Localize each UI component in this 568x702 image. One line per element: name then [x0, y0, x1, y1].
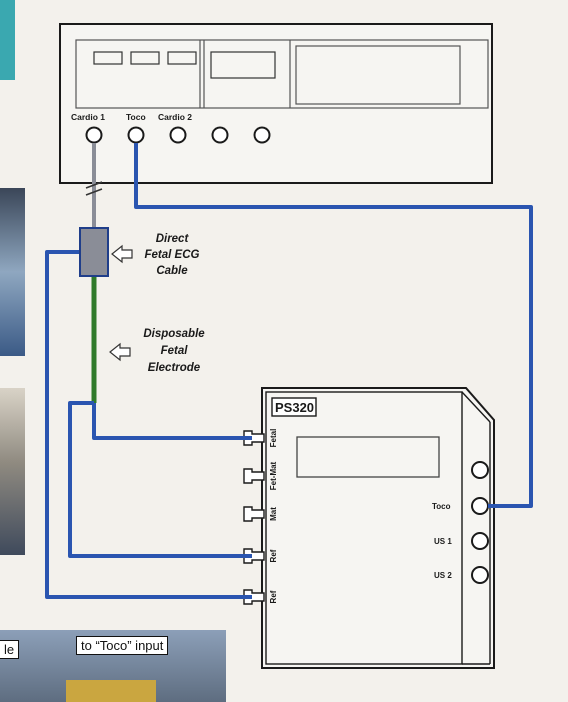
right-port-label-us2: US 2	[434, 571, 452, 580]
photo-strip-middle	[0, 388, 25, 555]
port-sim-us2[interactable]	[472, 567, 488, 583]
port-cardio1[interactable]	[87, 128, 102, 143]
electrode-callout-line1: Disposable	[143, 328, 205, 340]
port-label-cardio1: Cardio 1	[71, 112, 105, 122]
ref-cable-inner	[70, 403, 252, 556]
simulator-title: PS320	[275, 400, 314, 415]
fetal-cable	[94, 403, 252, 438]
photo-connector-shape	[66, 680, 156, 702]
ecg-cable-connector	[80, 228, 108, 276]
teal-corner-block	[0, 0, 15, 80]
sim-connector-label-ref-1: Ref	[269, 549, 278, 562]
cable-callout-arrow	[112, 246, 132, 262]
ref-cable-outer	[47, 252, 252, 597]
cable-callout-line1: Direct	[156, 233, 190, 245]
photo-caption-left: le	[0, 640, 19, 659]
port-label-toco: Toco	[126, 112, 146, 122]
sim-connector-label-fetal: Fetal	[269, 429, 278, 448]
fetal-monitor: Cardio 1 Toco Cardio 2	[60, 24, 492, 183]
port-sim-us1[interactable]	[472, 533, 488, 549]
cable-callout-line2: Fetal ECG	[145, 249, 200, 261]
sim-connector-label-ref-2: Ref	[269, 590, 278, 603]
right-port-label-us1: US 1	[434, 537, 452, 546]
sim-connector-label-fet-mat: Fet-Mat	[269, 461, 278, 490]
port-unlabeled-right[interactable]	[472, 462, 488, 478]
electrode-callout-arrow	[110, 344, 130, 360]
port-sim-toco[interactable]	[472, 498, 488, 514]
port-5[interactable]	[255, 128, 270, 143]
cable-callout-line3: Cable	[156, 265, 188, 277]
ps320-simulator: PS320	[262, 388, 494, 668]
right-port-label-toco: Toco	[432, 502, 451, 511]
port-cardio2[interactable]	[171, 128, 186, 143]
port-4[interactable]	[213, 128, 228, 143]
photo-caption-toco-input: to “Toco” input	[76, 636, 168, 655]
electrode-callout-line2: Fetal	[161, 345, 189, 357]
photo-strip-top	[0, 188, 25, 356]
sim-connector-label-mat: Mat	[269, 507, 278, 521]
electrode-callout-line3: Electrode	[148, 362, 201, 374]
port-label-cardio2: Cardio 2	[158, 112, 192, 122]
port-toco[interactable]	[129, 128, 144, 143]
